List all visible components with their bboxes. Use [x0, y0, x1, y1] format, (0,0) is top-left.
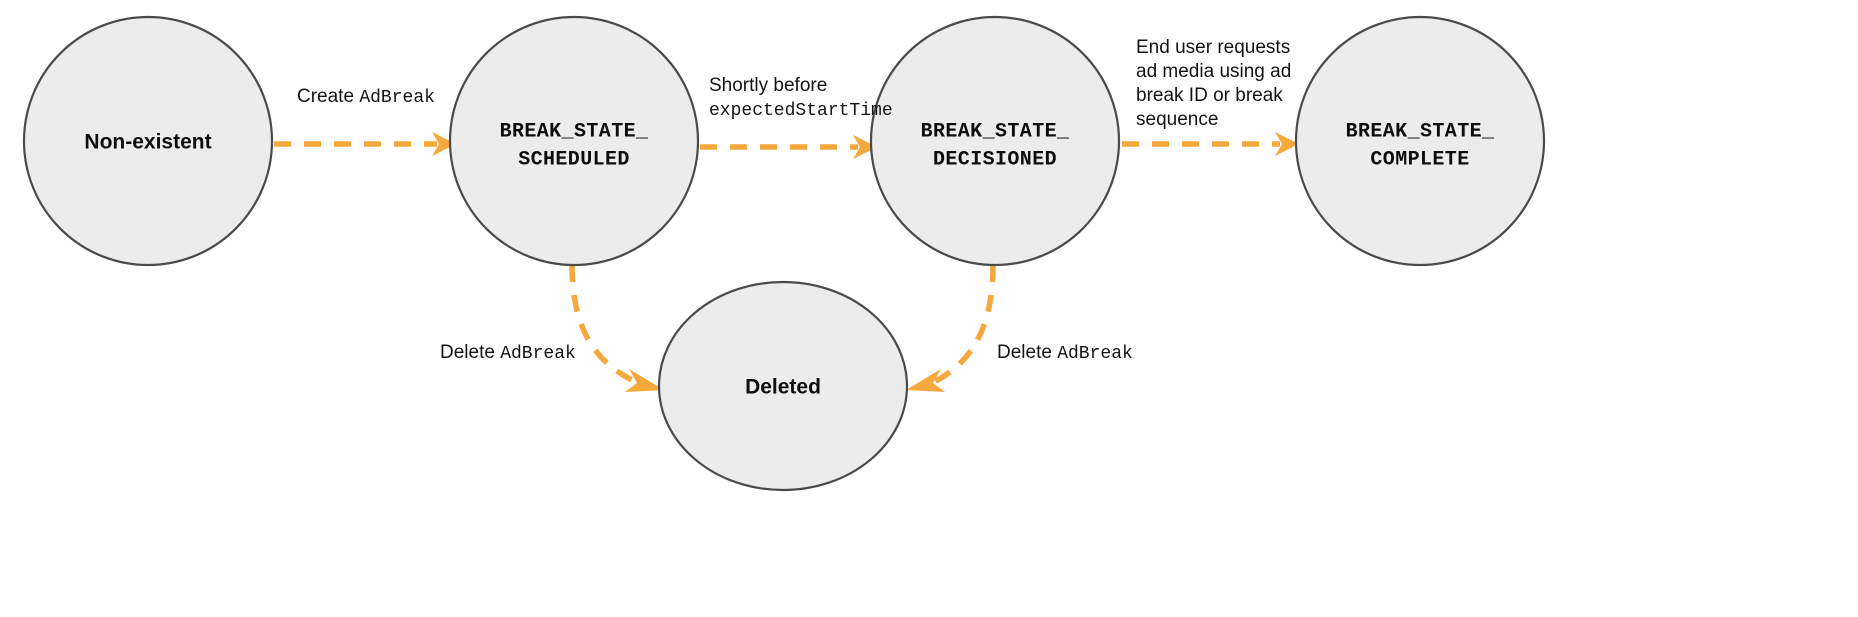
edge-label-line1: Shortly before [709, 75, 827, 96]
node-label-break-state-scheduled-line2: SCHEDULED [518, 148, 630, 171]
node-break-state-decisioned[interactable]: BREAK_STATE_ DECISIONED [869, 15, 1121, 267]
node-shape [22, 15, 274, 267]
node-label-break-state-complete-line1: BREAK_STATE_ [1346, 120, 1495, 143]
edge-shortly-before[interactable] [700, 135, 877, 159]
node-label-non-existent: Non-existent [84, 131, 211, 154]
arrowhead-icon [853, 135, 877, 159]
arrowhead-icon [1275, 132, 1299, 156]
edge-label-end-user-requests: End user requests ad media using ad brea… [1136, 37, 1291, 130]
edge-line [569, 264, 649, 390]
node-break-state-scheduled[interactable]: BREAK_STATE_ SCHEDULED [448, 15, 700, 267]
edge-create-adbreak[interactable] [274, 132, 456, 156]
arrowhead-icon [906, 369, 945, 392]
edge-label-part-sans: Delete [440, 342, 500, 363]
edge-delete-from-scheduled[interactable] [569, 264, 664, 392]
edge-label-line4: sequence [1136, 109, 1218, 130]
node-deleted[interactable]: Deleted [657, 280, 909, 492]
edge-label-part-mono: AdBreak [500, 344, 576, 364]
node-non-existent[interactable]: Non-existent [22, 15, 274, 267]
edge-label-part-sans: Delete [997, 342, 1057, 363]
node-label-break-state-scheduled-line1: BREAK_STATE_ [500, 120, 649, 143]
node-layer: Non-existent BREAK_STATE_ SCHEDULED BREA… [22, 15, 1546, 492]
node-shape [869, 15, 1121, 267]
edge-label-layer: Create AdBreak Shortly before expectedSt… [297, 37, 1291, 364]
node-label-break-state-complete-line2: COMPLETE [1370, 148, 1469, 171]
edge-label-part-sans: Create [297, 86, 359, 107]
edge-label-part-mono: AdBreak [359, 88, 435, 108]
edge-line [921, 264, 996, 390]
edge-label-delete-from-scheduled: Delete AdBreak [440, 342, 576, 364]
node-shape [1294, 15, 1546, 267]
edge-delete-from-decisioned[interactable] [906, 264, 996, 392]
edge-end-user-requests[interactable] [1122, 132, 1299, 156]
node-label-break-state-decisioned-line1: BREAK_STATE_ [921, 120, 1070, 143]
edge-layer [274, 132, 1299, 392]
edge-label-shortly-before: Shortly before expectedStartTime [709, 75, 893, 121]
node-label-deleted: Deleted [745, 376, 821, 399]
edge-label-part-mono: AdBreak [1057, 344, 1133, 364]
edge-label-line1: End user requests [1136, 37, 1290, 58]
edge-label-line3: break ID or break [1136, 85, 1283, 106]
node-break-state-complete[interactable]: BREAK_STATE_ COMPLETE [1294, 15, 1546, 267]
edge-label-line2: expectedStartTime [709, 101, 893, 121]
edge-label-create-adbreak: Create AdBreak [297, 86, 435, 108]
node-label-break-state-decisioned-line2: DECISIONED [933, 148, 1057, 171]
arrowhead-icon [625, 369, 664, 392]
arrowhead-icon [432, 132, 456, 156]
node-shape [448, 15, 700, 267]
edge-label-line2: ad media using ad [1136, 61, 1291, 82]
edge-label-delete-from-decisioned: Delete AdBreak [997, 342, 1133, 364]
node-shape [657, 280, 909, 492]
